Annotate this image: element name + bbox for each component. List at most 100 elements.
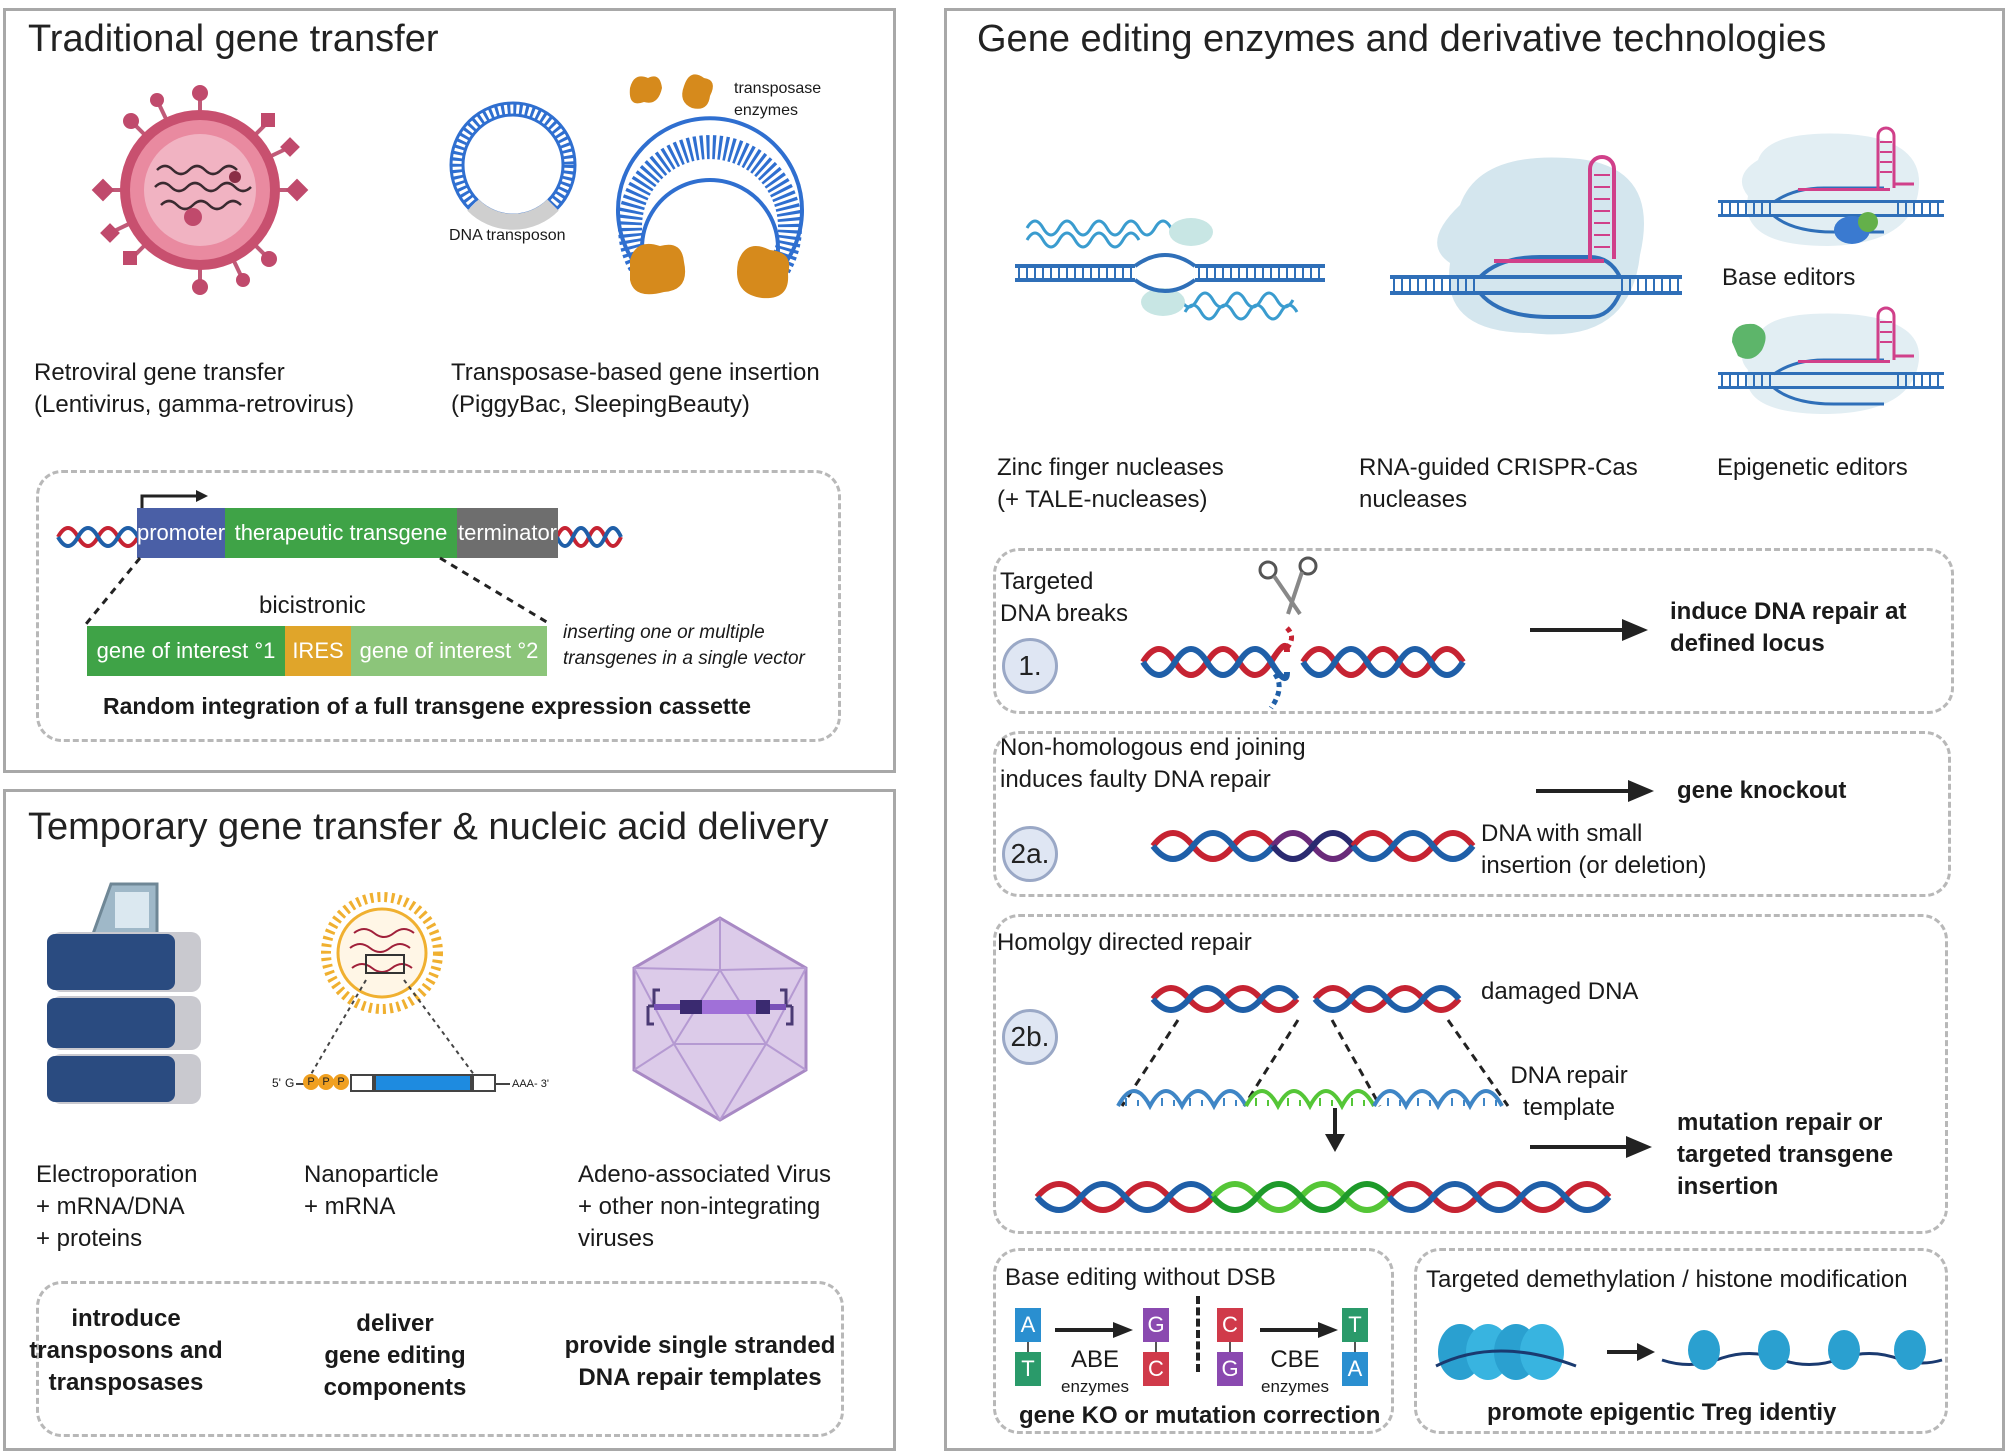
bicistronic-note-line-2: transgenes in a single vector [563, 648, 805, 669]
step1-result-line-2: defined locus [1670, 630, 1825, 657]
zfn-line-2: (+ TALE-nucleases) [997, 486, 1208, 513]
bicistronic-label: bicistronic [259, 592, 366, 619]
delivery-col-1-line-1: introduce [71, 1305, 181, 1332]
dna-helix-left-icon [56, 526, 140, 548]
abe-arrow-icon [1055, 1322, 1133, 1338]
crispr-line-2: nucleases [1359, 486, 1468, 513]
electroporation-device-icon [47, 882, 201, 1104]
epigenetic-caption: promote epigentic Treg identiy [1487, 1399, 1837, 1426]
cbe-arrow-icon [1260, 1322, 1338, 1338]
step2a-label: Non-homologous end joining induces fault… [1000, 732, 1306, 796]
cbe-line-1: CBE [1270, 1346, 1320, 1373]
delivery-col-3: provide single stranded DNA repair templ… [555, 1330, 845, 1394]
delivery-col-1-line-3: transposases [48, 1369, 204, 1396]
zfn-line-1: Zinc finger nucleases [997, 454, 1224, 481]
repaired-dna-helix [1034, 1181, 1612, 1213]
nano-label: Nanoparticle + mRNA [304, 1159, 439, 1223]
electro-label: Electroporation + mRNA/DNA + proteins [36, 1159, 197, 1255]
mrna-cap-p2: P [318, 1074, 334, 1090]
mrna-zoom-lines [309, 979, 476, 1077]
step1-line-1: Targeted [1000, 568, 1094, 595]
aav-line-2: + other non-integrating [578, 1193, 821, 1220]
step2a-dna-note-line-2: insertion (or deletion) [1481, 852, 1707, 879]
mrna-cap-p3: P [333, 1074, 349, 1090]
base-pair-ta-bond [1354, 1342, 1368, 1352]
damaged-dna-helix [1150, 985, 1462, 1013]
abe-label: ABE enzymes [1052, 1344, 1138, 1398]
step1-line-2: DNA breaks [1000, 600, 1129, 627]
step2a-result: gene knockout [1677, 777, 1847, 804]
nano-line-2: + mRNA [304, 1193, 396, 1220]
epi-editors-label: Epigenetic editors [1717, 454, 1908, 481]
dna-helix-right-icon [555, 526, 623, 548]
step2a-number: 2a. [1002, 826, 1058, 882]
delivery-box [36, 1281, 844, 1437]
base-pair-cg: C G [1217, 1308, 1243, 1388]
base-t-cell: T [1015, 1352, 1041, 1386]
step2a-line-1: Non-homologous end joining [1000, 734, 1306, 761]
base-pair-at: A T [1015, 1308, 1041, 1388]
crispr-line-1: RNA-guided CRISPR-Cas [1359, 454, 1638, 481]
transposase-label-line-2: (PiggyBac, SleepingBeauty) [451, 391, 750, 418]
nano-line-1: Nanoparticle [304, 1161, 439, 1188]
base-pair-at-bond [1027, 1342, 1041, 1352]
mrna-3-prime: AAA- 3' [512, 1078, 549, 1090]
base-editing-box [993, 1248, 1394, 1434]
promoter-segment: promoter [137, 508, 225, 558]
step1-result-line-1: induce DNA repair at [1670, 598, 1907, 625]
zinc-finger-icon [1015, 218, 1325, 321]
base-pair-cg-bond [1229, 1342, 1243, 1352]
base-a2: A [1347, 1356, 1363, 1381]
transgene-segment: therapeutic transgene [225, 508, 457, 558]
base-editor-icon [1718, 126, 1944, 246]
traditional-title: Traditional gene transfer [28, 18, 439, 60]
base-pair-gc-bond [1155, 1342, 1169, 1352]
goi2-segment: gene of interest °2 [351, 626, 547, 676]
step2a-line-2: induces faulty DNA repair [1000, 766, 1271, 793]
base-editing-caption: gene KO or mutation correction [1019, 1402, 1381, 1429]
step2b-arrow-icon [1530, 1136, 1652, 1158]
electro-line-2: + mRNA/DNA [36, 1193, 185, 1220]
retro-label: Retroviral gene transfer (Lentivirus, ga… [34, 357, 354, 421]
crispr-label: RNA-guided CRISPR-Cas nucleases [1359, 452, 1638, 516]
abe-line-2: enzymes [1060, 1377, 1130, 1396]
step1-result: induce DNA repair at defined locus [1670, 596, 1907, 660]
delivery-col-2-line-3: components [323, 1374, 467, 1401]
repair-template-strand [1116, 1089, 1504, 1111]
aav-line-3: viruses [578, 1225, 655, 1252]
epigenetic-title: Targeted demethylation / histone modific… [1426, 1266, 1908, 1293]
cassette-box [36, 470, 841, 742]
delivery-col-1: introduce transposons and transposases [28, 1303, 224, 1399]
aav-line-1: Adeno-associated Virus [578, 1161, 832, 1188]
goi1-segment: gene of interest °1 [87, 626, 285, 676]
mrna-cap-line [296, 1083, 304, 1085]
broken-dna-helix [1140, 626, 1466, 710]
transposase-enzymes-icon [629, 74, 713, 109]
base-a2-cell: A [1342, 1352, 1368, 1386]
step1-box [993, 548, 1954, 714]
bicistronic-note-line-1: inserting one or multiple [563, 622, 765, 643]
step2b-label: Homolgy directed repair [997, 929, 1252, 956]
base-t: T [1021, 1356, 1035, 1381]
transposon-complex-icon [616, 116, 804, 299]
base-a-cell: A [1015, 1308, 1041, 1342]
mrna-utr5 [350, 1074, 374, 1092]
cassette-caption: Random integration of a full transgene e… [103, 693, 751, 719]
mrna-cds [374, 1074, 472, 1092]
transposase-enzymes-line-1: transposase [734, 80, 822, 97]
temporary-title: Temporary gene transfer & nucleic acid d… [28, 806, 829, 848]
base-t2: T [1348, 1312, 1362, 1337]
template-line-1: DNA repair [1510, 1062, 1628, 1089]
abe-line-1: ABE [1070, 1346, 1120, 1373]
step2b-result-line-2: targeted transgene [1677, 1141, 1894, 1168]
base-g: G [1147, 1312, 1165, 1337]
mrna-cap-p1-label: P [307, 1076, 315, 1088]
step2a-arrow-icon [1536, 780, 1654, 802]
editing-title: Gene editing enzymes and derivative tech… [977, 18, 1827, 60]
transposase-label: Transposase-based gene insertion (PiggyB… [451, 357, 820, 421]
terminator-segment: terminator [457, 508, 558, 558]
electro-line-1: Electroporation [36, 1161, 198, 1188]
epigenetic-editor-icon [1718, 306, 1944, 414]
mrna-cap-p3-label: P [337, 1076, 345, 1088]
base-c2-cell: C [1217, 1308, 1243, 1342]
